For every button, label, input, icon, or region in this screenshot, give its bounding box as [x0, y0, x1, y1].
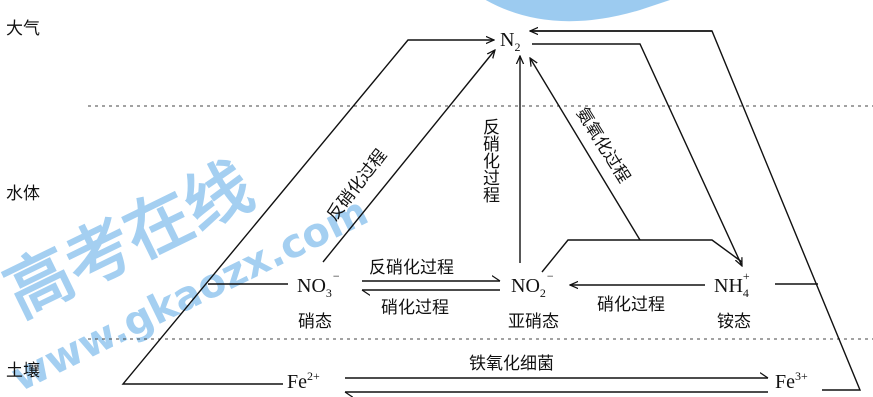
no3-subscript: 3	[326, 286, 332, 300]
nh4-subscript: 4	[743, 286, 749, 300]
species-nh4: NH4 +	[714, 269, 750, 300]
arrow-n2-to-nh4	[532, 43, 742, 266]
nh4-base: NH	[714, 275, 743, 297]
fe2-superscript: 2+	[307, 369, 320, 383]
zone-label-soil: 土壤	[6, 360, 40, 381]
watermark-swoosh	[485, 0, 670, 22]
species-fe3: Fe3+	[775, 369, 808, 393]
species-no2: NO2−	[511, 269, 554, 300]
process-label-no3-to-no2: 反硝化过程	[369, 258, 454, 278]
process-label-no2-to-n2: 反硝化过程	[479, 118, 500, 203]
no3-superscript: −	[333, 269, 340, 283]
n2-base: N	[500, 29, 514, 51]
process-label-anammox: 氨氧化过程	[572, 104, 634, 187]
n2-subscript: 2	[514, 40, 520, 54]
no3-base: NO	[297, 275, 326, 297]
process-label-fe-bacteria: 铁氧化细菌	[469, 354, 554, 374]
nh4-superscript: +	[743, 269, 750, 283]
species-nh4-name: 铵态	[717, 312, 751, 332]
process-label-nh4-to-no2: 硝化过程	[597, 295, 665, 315]
line-n2-to-fe3-outer	[530, 30, 862, 391]
zone-label-water: 水体	[6, 184, 40, 204]
fe3-base: Fe	[775, 371, 795, 393]
arrow-fe2-to-n2-outer	[121, 40, 494, 385]
species-no3: NO3−	[297, 269, 340, 300]
species-fe2: Fe2+	[287, 369, 320, 393]
no2-base: NO	[511, 275, 540, 297]
no2-superscript: −	[547, 269, 554, 283]
zone-label-atmosphere: 大气	[6, 19, 40, 39]
fe2-base: Fe	[287, 371, 307, 393]
line-anammox-bracket	[541, 239, 743, 273]
process-label-no2-to-no3: 硝化过程	[381, 298, 449, 318]
arrow-anammox-to-n2	[530, 58, 641, 241]
no2-subscript: 2	[540, 286, 546, 300]
species-no3-name: 硝态	[298, 312, 332, 332]
species-no2-name: 亚硝态	[508, 312, 559, 332]
process-label-no2-to-n2-text: 反硝化过程	[479, 118, 500, 203]
species-n2: N2	[500, 29, 520, 54]
arrow-no3-to-n2	[322, 50, 495, 263]
fe3-superscript: 3+	[795, 369, 808, 383]
